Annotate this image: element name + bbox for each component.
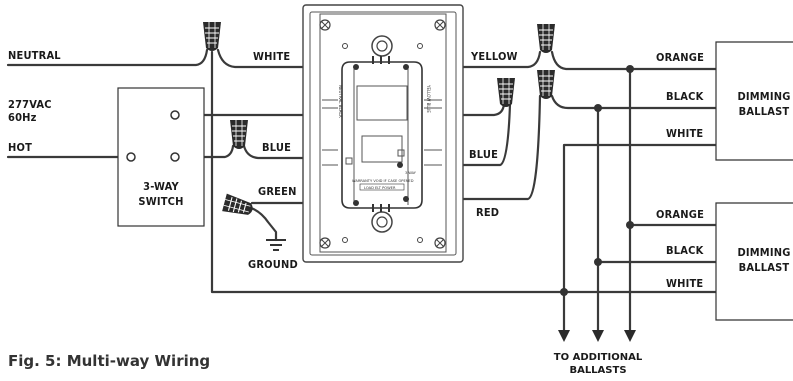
- ballast-top-line2: BALLAST: [739, 105, 790, 118]
- supply-line2-label: 60Hz: [8, 111, 37, 124]
- to-additional-line1: TO ADDITIONAL: [554, 352, 643, 363]
- blue-left-label: BLUE: [262, 141, 291, 154]
- switch-to-blue-wire: [173, 144, 235, 159]
- red-label: RED: [476, 206, 499, 219]
- device-side-label-right: YELLOW BLUE: [426, 84, 431, 113]
- ballast-bottom-line2: BALLAST: [739, 261, 790, 274]
- black-bottom-label: BLACK: [666, 244, 704, 257]
- device-side-label-left: NEUTRAL BLACK: [338, 85, 343, 118]
- orange-top-label: ORANGE: [656, 51, 704, 64]
- wirenut-yellow-icon: [536, 23, 556, 54]
- device-warning-text: WARRANTY VOID IF CASE OPENED: [352, 179, 414, 183]
- wirenut-traveler-icon: [496, 77, 516, 108]
- arrow-down-white: [558, 330, 570, 342]
- dimmer-device: NEUTRAL BLACK YELLOW BLUE 3-WAY WARRANTY…: [302, 4, 464, 263]
- orange-bottom-label: ORANGE: [656, 208, 704, 221]
- arrow-down-orange: [624, 330, 636, 342]
- ballast-bottom-line1: DIMMING: [737, 246, 790, 259]
- figure-caption: Fig. 5: Multi-way Wiring: [8, 352, 210, 370]
- white-bus-wire: [210, 50, 718, 294]
- orange-top-wire: [550, 50, 718, 71]
- neutral-wire: [6, 48, 209, 67]
- red-wire: [406, 94, 542, 201]
- switch-label-line2: SWITCH: [138, 195, 183, 208]
- wirenut-ground-icon: [221, 193, 256, 220]
- to-additional-line2: BALLASTS: [569, 365, 626, 376]
- yellow-label: YELLOW: [470, 50, 518, 63]
- dimming-ballast-bottom: [715, 202, 793, 321]
- wirenut-neutral-icon: [202, 21, 222, 52]
- blue-left-wire: [242, 144, 358, 160]
- hot-label: HOT: [8, 141, 32, 154]
- ballast-top-line1: DIMMING: [737, 90, 790, 103]
- white-bottom-label: WHITE: [666, 277, 703, 290]
- ground-symbol-icon: [266, 239, 286, 251]
- yellow-wire: [406, 50, 542, 69]
- ground-label: GROUND: [248, 258, 298, 271]
- green-label: GREEN: [258, 185, 297, 198]
- white-label: WHITE: [253, 50, 290, 63]
- arrow-down-black: [592, 330, 604, 342]
- white-top-label: WHITE: [666, 127, 703, 140]
- black-top-wire: [550, 94, 718, 110]
- blue-right-label: BLUE: [469, 148, 498, 161]
- white-wire-device: [216, 48, 356, 69]
- junction-dots: [560, 65, 634, 296]
- device-small-mark: 3-WAY: [405, 171, 417, 175]
- white-top-wire: [562, 143, 718, 332]
- black-top-label: BLACK: [666, 90, 704, 103]
- wirenut-blue-icon: [229, 119, 249, 150]
- wirenut-red-icon: [536, 69, 556, 100]
- three-way-switch: [117, 87, 205, 227]
- switch-label-line1: 3-WAY: [143, 180, 179, 193]
- supply-line1-label: 277VAC: [8, 98, 52, 111]
- dimming-ballast-top: [715, 41, 793, 161]
- plate-screw-icon: [319, 19, 446, 249]
- neutral-label: NEUTRAL: [8, 49, 61, 62]
- device-load-box-text: LOAD ELT POWER: [364, 186, 396, 190]
- blue-right-wire: [398, 102, 512, 167]
